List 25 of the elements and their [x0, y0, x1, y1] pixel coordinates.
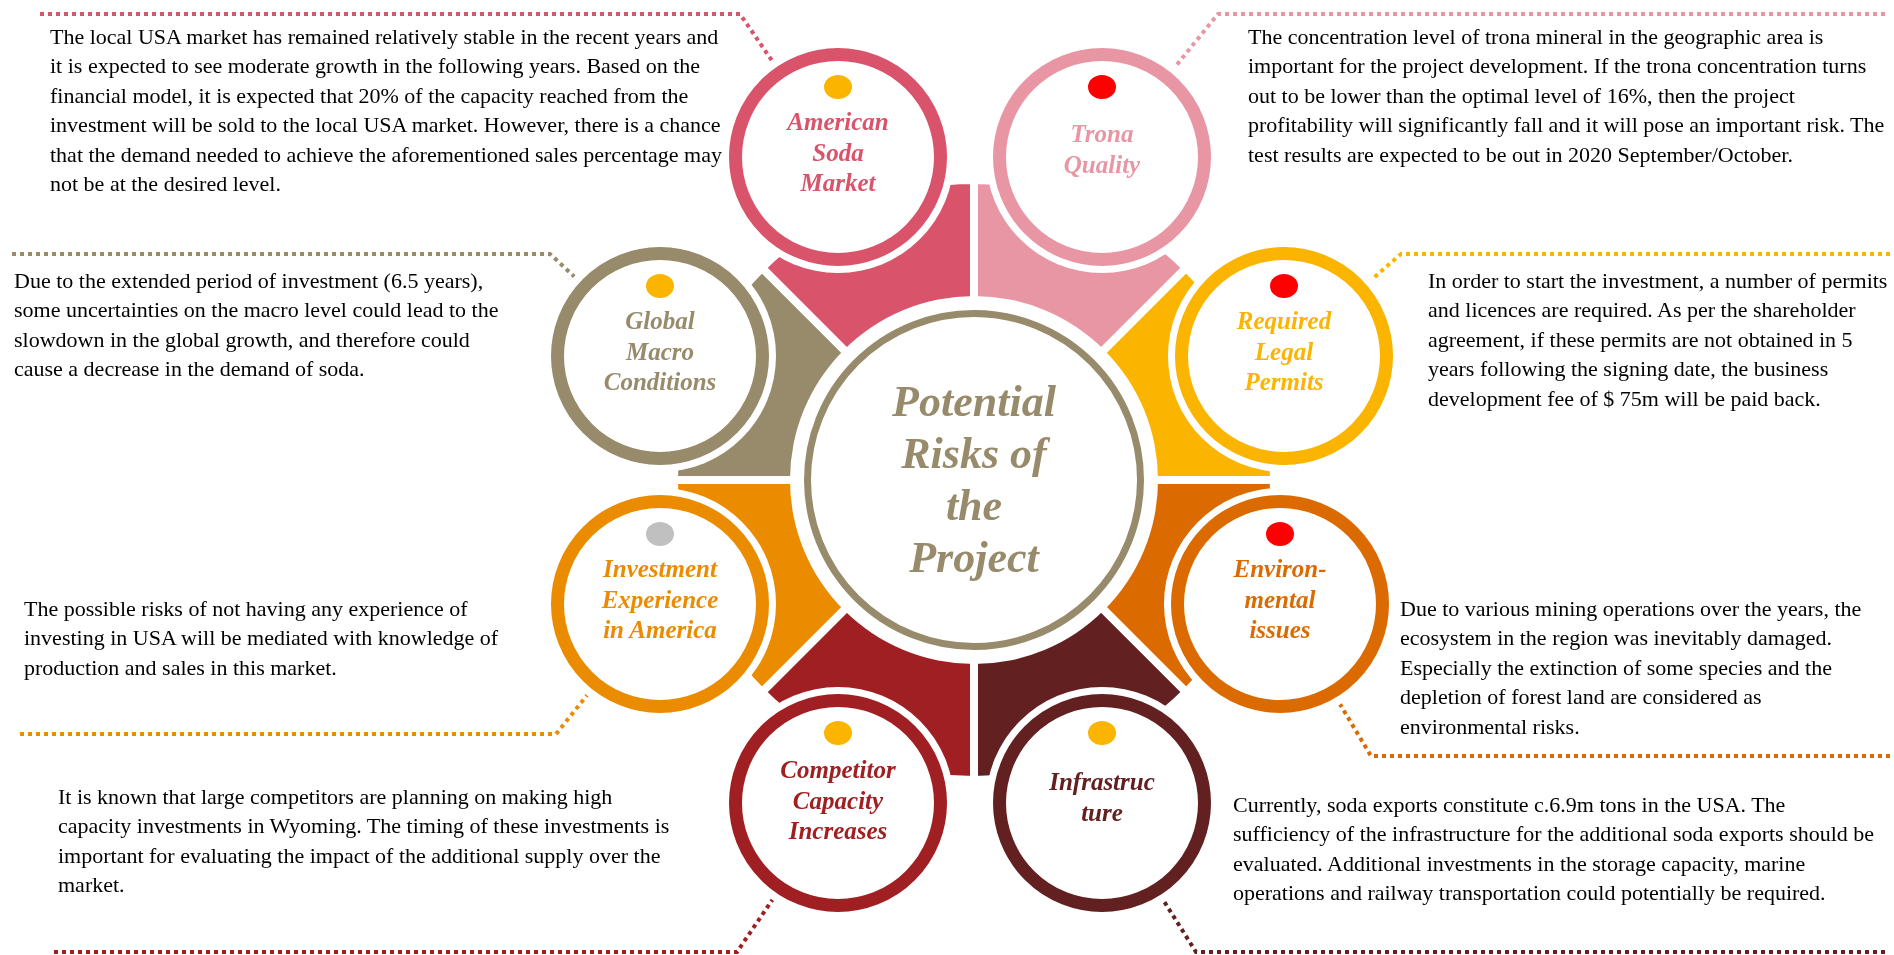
description-text: Due to the extended period of investment (6.5 years), some uncertainties on the macro level could lead to the slowdown in the global growth, and therefore could cause a decrease in the demand of soda.: [12, 254, 507, 424]
leader-line: [1174, 12, 1885, 68]
risk-title: American Soda Market: [785, 107, 890, 198]
description-text: In order to start the investment, a number of permits and licences are required. As per the shareholder agreement, if these permits are not obtained in 5 years following the signing date, the business development fee of $ 75m will be paid back.: [1418, 254, 1890, 484]
center-title: Potential Risks of the Project: [891, 376, 1057, 584]
leader-line: [1338, 703, 1890, 758]
description-text: The possible risks of not having any experience of investing in USA will be mediated with knowledge of production and sales in this market.: [20, 588, 520, 734]
leader-line: [54, 898, 774, 954]
description-text: It is known that large competitors are planning on making high capacity investments in Wyoming. The timing of these investments is important for evaluating the impact of the additional supply over the market.: [54, 776, 684, 952]
risk-title: Competitor Capacity Increases: [779, 755, 897, 846]
risk-title: Global Macro Conditions: [602, 306, 718, 397]
leader-line: [1162, 900, 1885, 954]
description-text: The local USA market has remained relatively stable in the recent years and it is expected to see moderate growth in the following years. Based on the financial model, it is expected that 20% of the capacity reached from the investment will be sold to the local USA market. However, there is a chance that the demand needed to achieve the aforementioned sales percentage may not be at the desired level.: [40, 14, 735, 224]
leader-line: [20, 694, 589, 736]
leader-line: [1370, 252, 1890, 281]
risk-title: Required Legal Permits: [1235, 306, 1333, 397]
risk-title: Investment Experience in America: [600, 554, 720, 645]
risk-title: Trona Quality: [1062, 119, 1142, 180]
leader-line: [40, 12, 774, 62]
risk-title: Infrastruc ture: [1048, 767, 1156, 828]
risk-title: Environ- mental issues: [1232, 554, 1328, 645]
description-text: Due to various mining operations over the years, the ecosystem in the region was inevitably damaged. Especially the extinction of some species and the depletion of forest land are considered as environmental risks.: [1392, 588, 1890, 756]
description-text: The concentration level of trona mineral in the geographic area is important for the project development. If the trona concentration turns out to be lower than the optimal level of 16%, then the project profitability will significantly fall and it will pose an important risk. The test results are expected to be out in 2020 September/October.: [1240, 14, 1885, 204]
leader-line: [12, 252, 576, 278]
description-text: Currently, soda exports constitute c.6.9m tons in the USA. The sufficiency of the infrastructure for the additional soda exports should be evaluated. Additional investments in the storage capacity, marine operations and railway transportation could potentially be required.: [1225, 784, 1885, 952]
